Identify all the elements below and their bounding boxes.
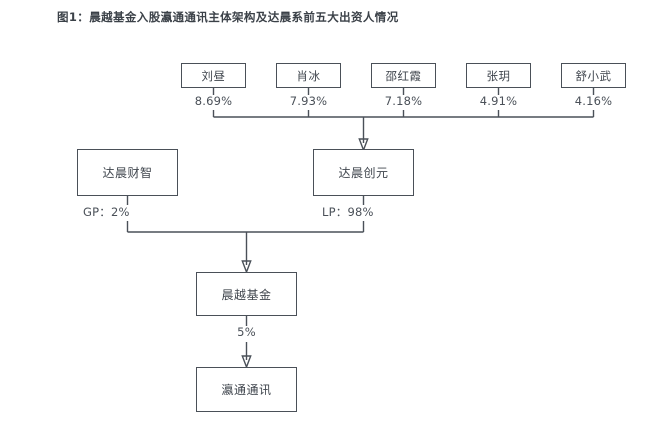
stake-value: 7.93% [289, 94, 328, 108]
node-fund[interactable]: 晨越基金 [196, 272, 297, 316]
stake-value: 5% [237, 325, 256, 339]
stake-label-shareholder-4: 4.91% [469, 94, 529, 108]
node-label: 张玥 [486, 68, 511, 83]
node-shareholder-2[interactable]: 肖冰 [276, 63, 341, 88]
stake-label-gp: GP：2% [83, 204, 173, 220]
stake-value: 7.18% [384, 94, 423, 108]
figure-title: 图1：晨越基金入股瀛通通讯主体架构及达晨系前五大出资人情况 [57, 10, 399, 24]
node-shareholder-3[interactable]: 邵红霞 [371, 63, 436, 88]
node-lp-entity[interactable]: 达晨创元 [313, 149, 414, 196]
node-label: 邵红霞 [385, 68, 422, 83]
stake-label-fund-to-target: 5% [217, 325, 277, 339]
node-label: 达晨财智 [102, 166, 153, 180]
stake-value: 4.16% [574, 94, 613, 108]
stake-label-shareholder-3: 7.18% [374, 94, 434, 108]
stake-label-lp: LP：98% [322, 204, 412, 220]
stake-label-shareholder-2: 7.93% [279, 94, 339, 108]
node-gp-entity[interactable]: 达晨财智 [77, 149, 178, 196]
node-shareholder-4[interactable]: 张玥 [466, 63, 531, 88]
node-shareholder-5[interactable]: 舒小武 [561, 63, 626, 88]
stake-value: 8.69% [194, 94, 233, 108]
node-label: 肖冰 [296, 68, 321, 83]
node-shareholder-1[interactable]: 刘昼 [181, 63, 246, 88]
node-label: 舒小武 [575, 68, 612, 83]
stake-value: 4.91% [479, 94, 518, 108]
stake-value: LP：98% [322, 205, 374, 219]
stake-value: GP：2% [83, 205, 130, 219]
node-target-company[interactable]: 瀛通通讯 [196, 367, 297, 412]
node-label: 刘昼 [201, 68, 226, 83]
node-label: 达晨创元 [338, 166, 389, 180]
stake-label-shareholder-5: 4.16% [564, 94, 624, 108]
stake-label-shareholder-1: 8.69% [184, 94, 244, 108]
node-label: 晨越基金 [221, 287, 272, 302]
node-label: 瀛通通讯 [221, 383, 272, 397]
